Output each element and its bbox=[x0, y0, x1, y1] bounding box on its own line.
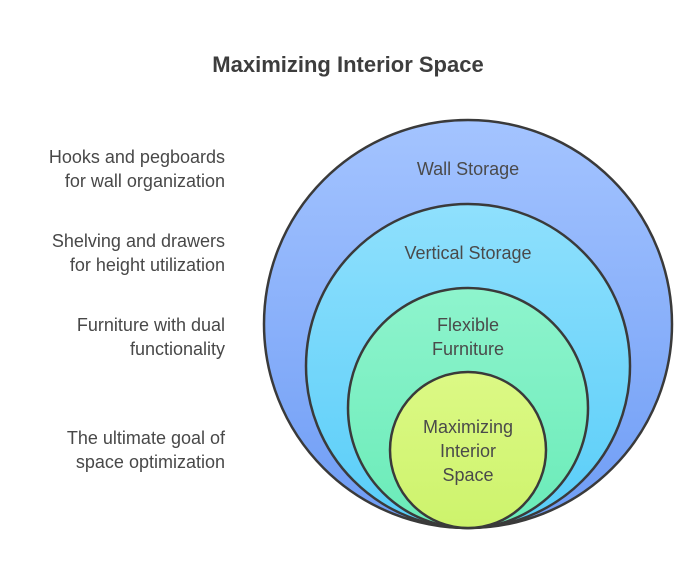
description-line: Shelving and drawers bbox=[51, 231, 225, 251]
ring-label-line: Maximizing bbox=[422, 417, 514, 437]
description-line: Hooks and pegboards bbox=[48, 147, 225, 167]
description-line: for height utilization bbox=[69, 255, 225, 275]
description-line: Furniture with dual bbox=[76, 315, 225, 335]
description-line: space optimization bbox=[75, 452, 225, 472]
ring-label-vertical-storage: Vertical Storage bbox=[368, 241, 568, 265]
description-line: for wall organization bbox=[64, 171, 225, 191]
ring-label-line: Furniture bbox=[431, 339, 505, 359]
ring-label-line: Space bbox=[442, 465, 494, 485]
ring-label-maximizing-interior-space: Maximizing Interior Space bbox=[368, 415, 568, 487]
description-line: functionality bbox=[129, 339, 225, 359]
description-wall-storage: Hooks and pegboards for wall organizatio… bbox=[49, 145, 225, 193]
description-vertical-storage: Shelving and drawers for height utilizat… bbox=[52, 229, 225, 277]
description-maximizing-space: The ultimate goal of space optimization bbox=[67, 426, 225, 474]
ring-label-line: Vertical Storage bbox=[404, 243, 532, 263]
description-line: The ultimate goal of bbox=[66, 428, 225, 448]
ring-label-flexible-furniture: Flexible Furniture bbox=[368, 313, 568, 361]
ring-label-wall-storage: Wall Storage bbox=[368, 157, 568, 181]
diagram-title: Maximizing Interior Space bbox=[212, 52, 484, 77]
ring-maximizing-interior-space bbox=[388, 370, 548, 530]
description-flexible-furniture: Furniture with dual functionality bbox=[77, 313, 225, 361]
ring-label-line: Flexible bbox=[436, 315, 500, 335]
ring-label-line: Wall Storage bbox=[416, 159, 520, 179]
ring-label-line: Interior bbox=[439, 441, 497, 461]
